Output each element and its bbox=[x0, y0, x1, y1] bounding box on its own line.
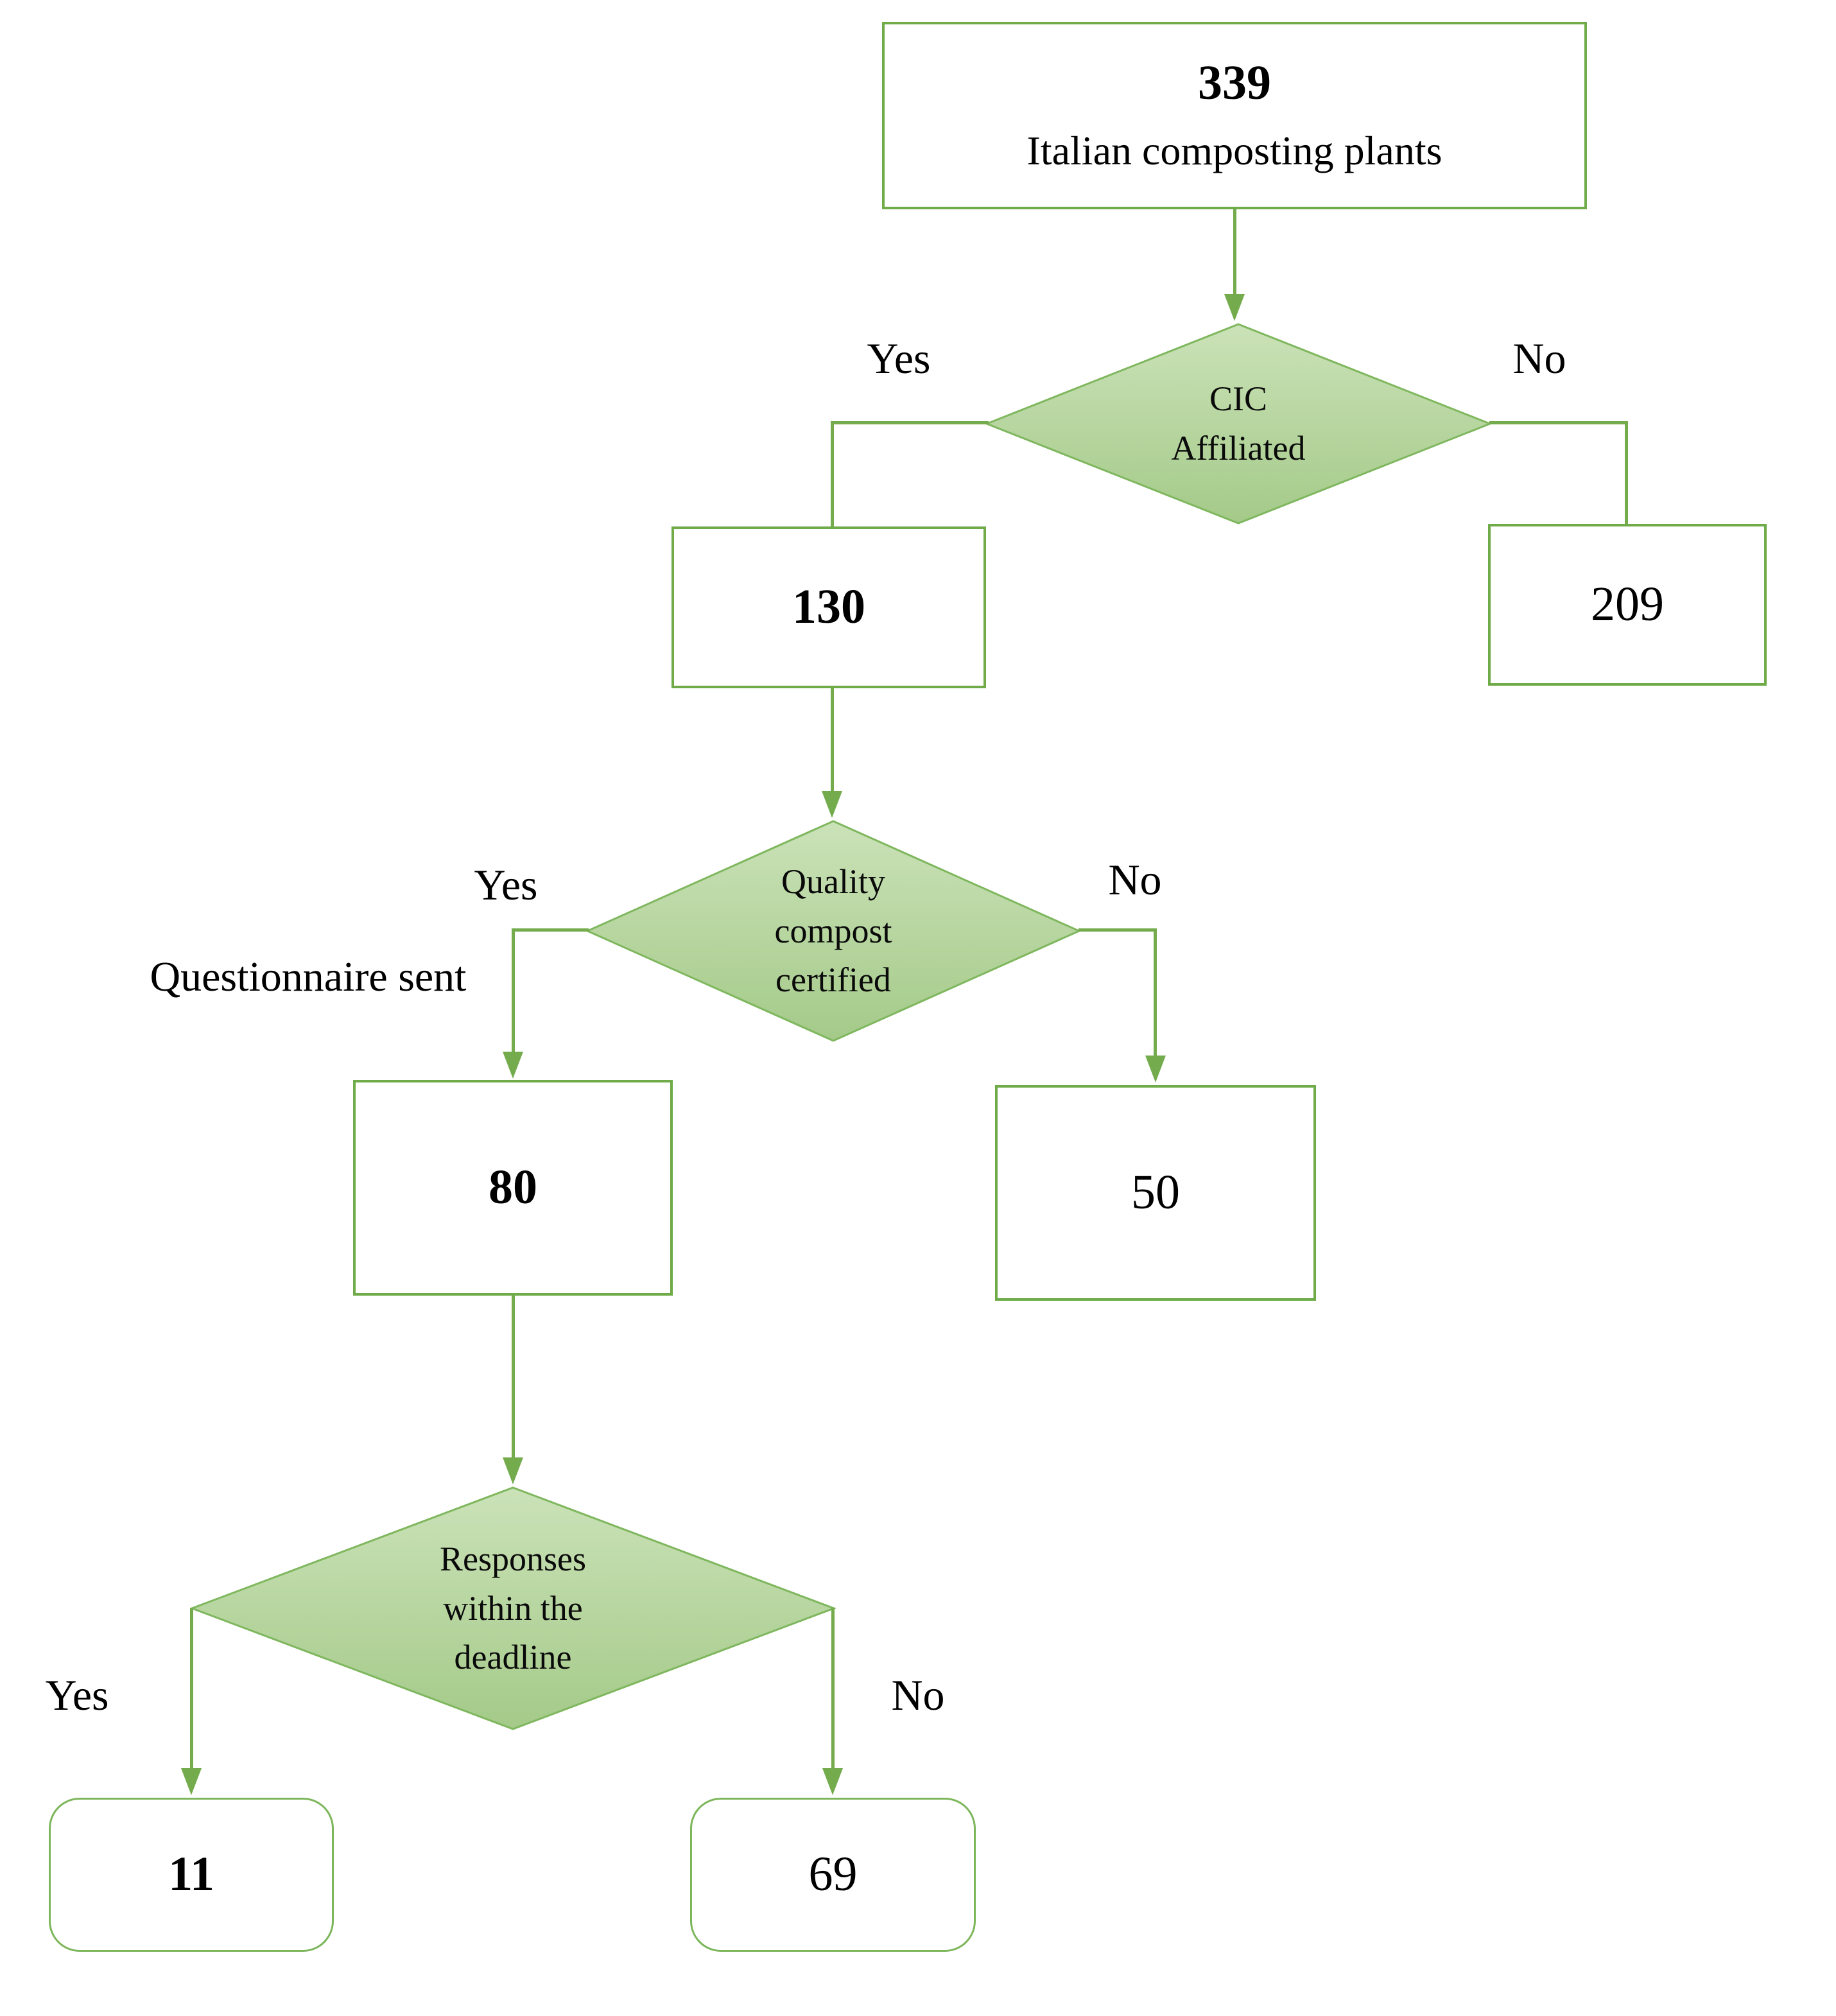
node-certified-yes-80: 80 bbox=[353, 1080, 673, 1296]
arrowhead-box69-icon bbox=[822, 1768, 843, 1795]
label-branch3-yes: Yes bbox=[45, 1670, 109, 1719]
node-deadline-no-69: 69 bbox=[690, 1798, 976, 1952]
cic-no-count: 209 bbox=[1591, 577, 1664, 632]
arrowhead-box50-icon bbox=[1145, 1056, 1166, 1082]
arrowhead-decision1-icon bbox=[1224, 294, 1245, 321]
diamond-shape-icon bbox=[585, 820, 1081, 1042]
decision-cic-affiliated-text: CIC Affiliated bbox=[985, 322, 1492, 525]
decision-cic-affiliated: CIC Affiliated bbox=[985, 322, 1492, 525]
label-branch1-yes: Yes bbox=[867, 333, 931, 383]
decision-responses-text: Responses within the deadline bbox=[190, 1486, 836, 1731]
decision-quality-compost-text: Quality compost certified bbox=[585, 819, 1081, 1043]
label-branch3-no: No bbox=[891, 1670, 945, 1719]
decision3-line1: Responses bbox=[440, 1539, 586, 1578]
decision3-line3: deadline bbox=[454, 1638, 572, 1677]
decision-quality-compost-certified: Quality compost certified bbox=[585, 819, 1081, 1043]
deadline-no-count: 69 bbox=[808, 1847, 858, 1902]
certified-yes-count: 80 bbox=[489, 1160, 537, 1215]
label-branch2-no: No bbox=[1108, 855, 1162, 904]
decision2-line2: compost bbox=[774, 911, 892, 950]
edge-branch2-yes-vertical bbox=[512, 928, 515, 1053]
edge-branch1-no-horizontal bbox=[1489, 421, 1628, 424]
arrowhead-box80-icon bbox=[503, 1052, 523, 1079]
edge-root-to-decision1 bbox=[1233, 209, 1236, 295]
cic-yes-count: 130 bbox=[792, 580, 865, 634]
edge-branch1-yes-vertical bbox=[831, 421, 834, 529]
decision1-line2: Affiliated bbox=[1171, 429, 1306, 467]
decision1-line1: CIC bbox=[1209, 379, 1268, 419]
decision3-line2: within the bbox=[443, 1588, 583, 1628]
arrowhead-decision2-icon bbox=[822, 791, 842, 818]
decision2-line3: certified bbox=[775, 960, 891, 1000]
arrowhead-box11-icon bbox=[181, 1768, 202, 1795]
edge-branch3-no-vertical bbox=[831, 1608, 835, 1769]
node-deadline-yes-11: 11 bbox=[49, 1798, 334, 1952]
diamond-shape-icon bbox=[985, 323, 1492, 525]
total-plants-label: Italian composting plants bbox=[1026, 127, 1442, 173]
edge-130-to-decision2 bbox=[831, 688, 834, 792]
edge-branch3-yes-vertical bbox=[190, 1608, 193, 1769]
arrowhead-decision3-icon bbox=[503, 1457, 523, 1484]
total-plants-count: 339 bbox=[1198, 56, 1271, 110]
label-branch2-yes: Yes bbox=[474, 860, 538, 909]
decision-responses-within-deadline: Responses within the deadline bbox=[190, 1486, 836, 1731]
deadline-yes-count: 11 bbox=[168, 1847, 214, 1902]
edge-branch2-no-horizontal bbox=[1078, 928, 1157, 932]
decision2-line1: Quality bbox=[781, 862, 885, 901]
node-certified-no-50: 50 bbox=[995, 1085, 1316, 1301]
diamond-shape-icon bbox=[190, 1486, 836, 1730]
node-cic-yes-130: 130 bbox=[671, 526, 986, 688]
edge-branch2-no-vertical bbox=[1154, 928, 1157, 1057]
certified-no-count: 50 bbox=[1131, 1165, 1180, 1220]
edge-branch1-no-vertical bbox=[1625, 421, 1628, 526]
node-total-plants: 339 Italian composting plants bbox=[882, 22, 1587, 209]
edge-branch2-yes-horizontal bbox=[512, 928, 589, 932]
label-questionnaire-sent: Questionnaire sent bbox=[150, 953, 467, 1000]
label-branch1-no: No bbox=[1512, 333, 1566, 383]
edge-branch1-yes-horizontal bbox=[831, 421, 989, 424]
node-cic-no-209: 209 bbox=[1488, 524, 1767, 686]
edge-80-to-decision3 bbox=[512, 1296, 515, 1459]
